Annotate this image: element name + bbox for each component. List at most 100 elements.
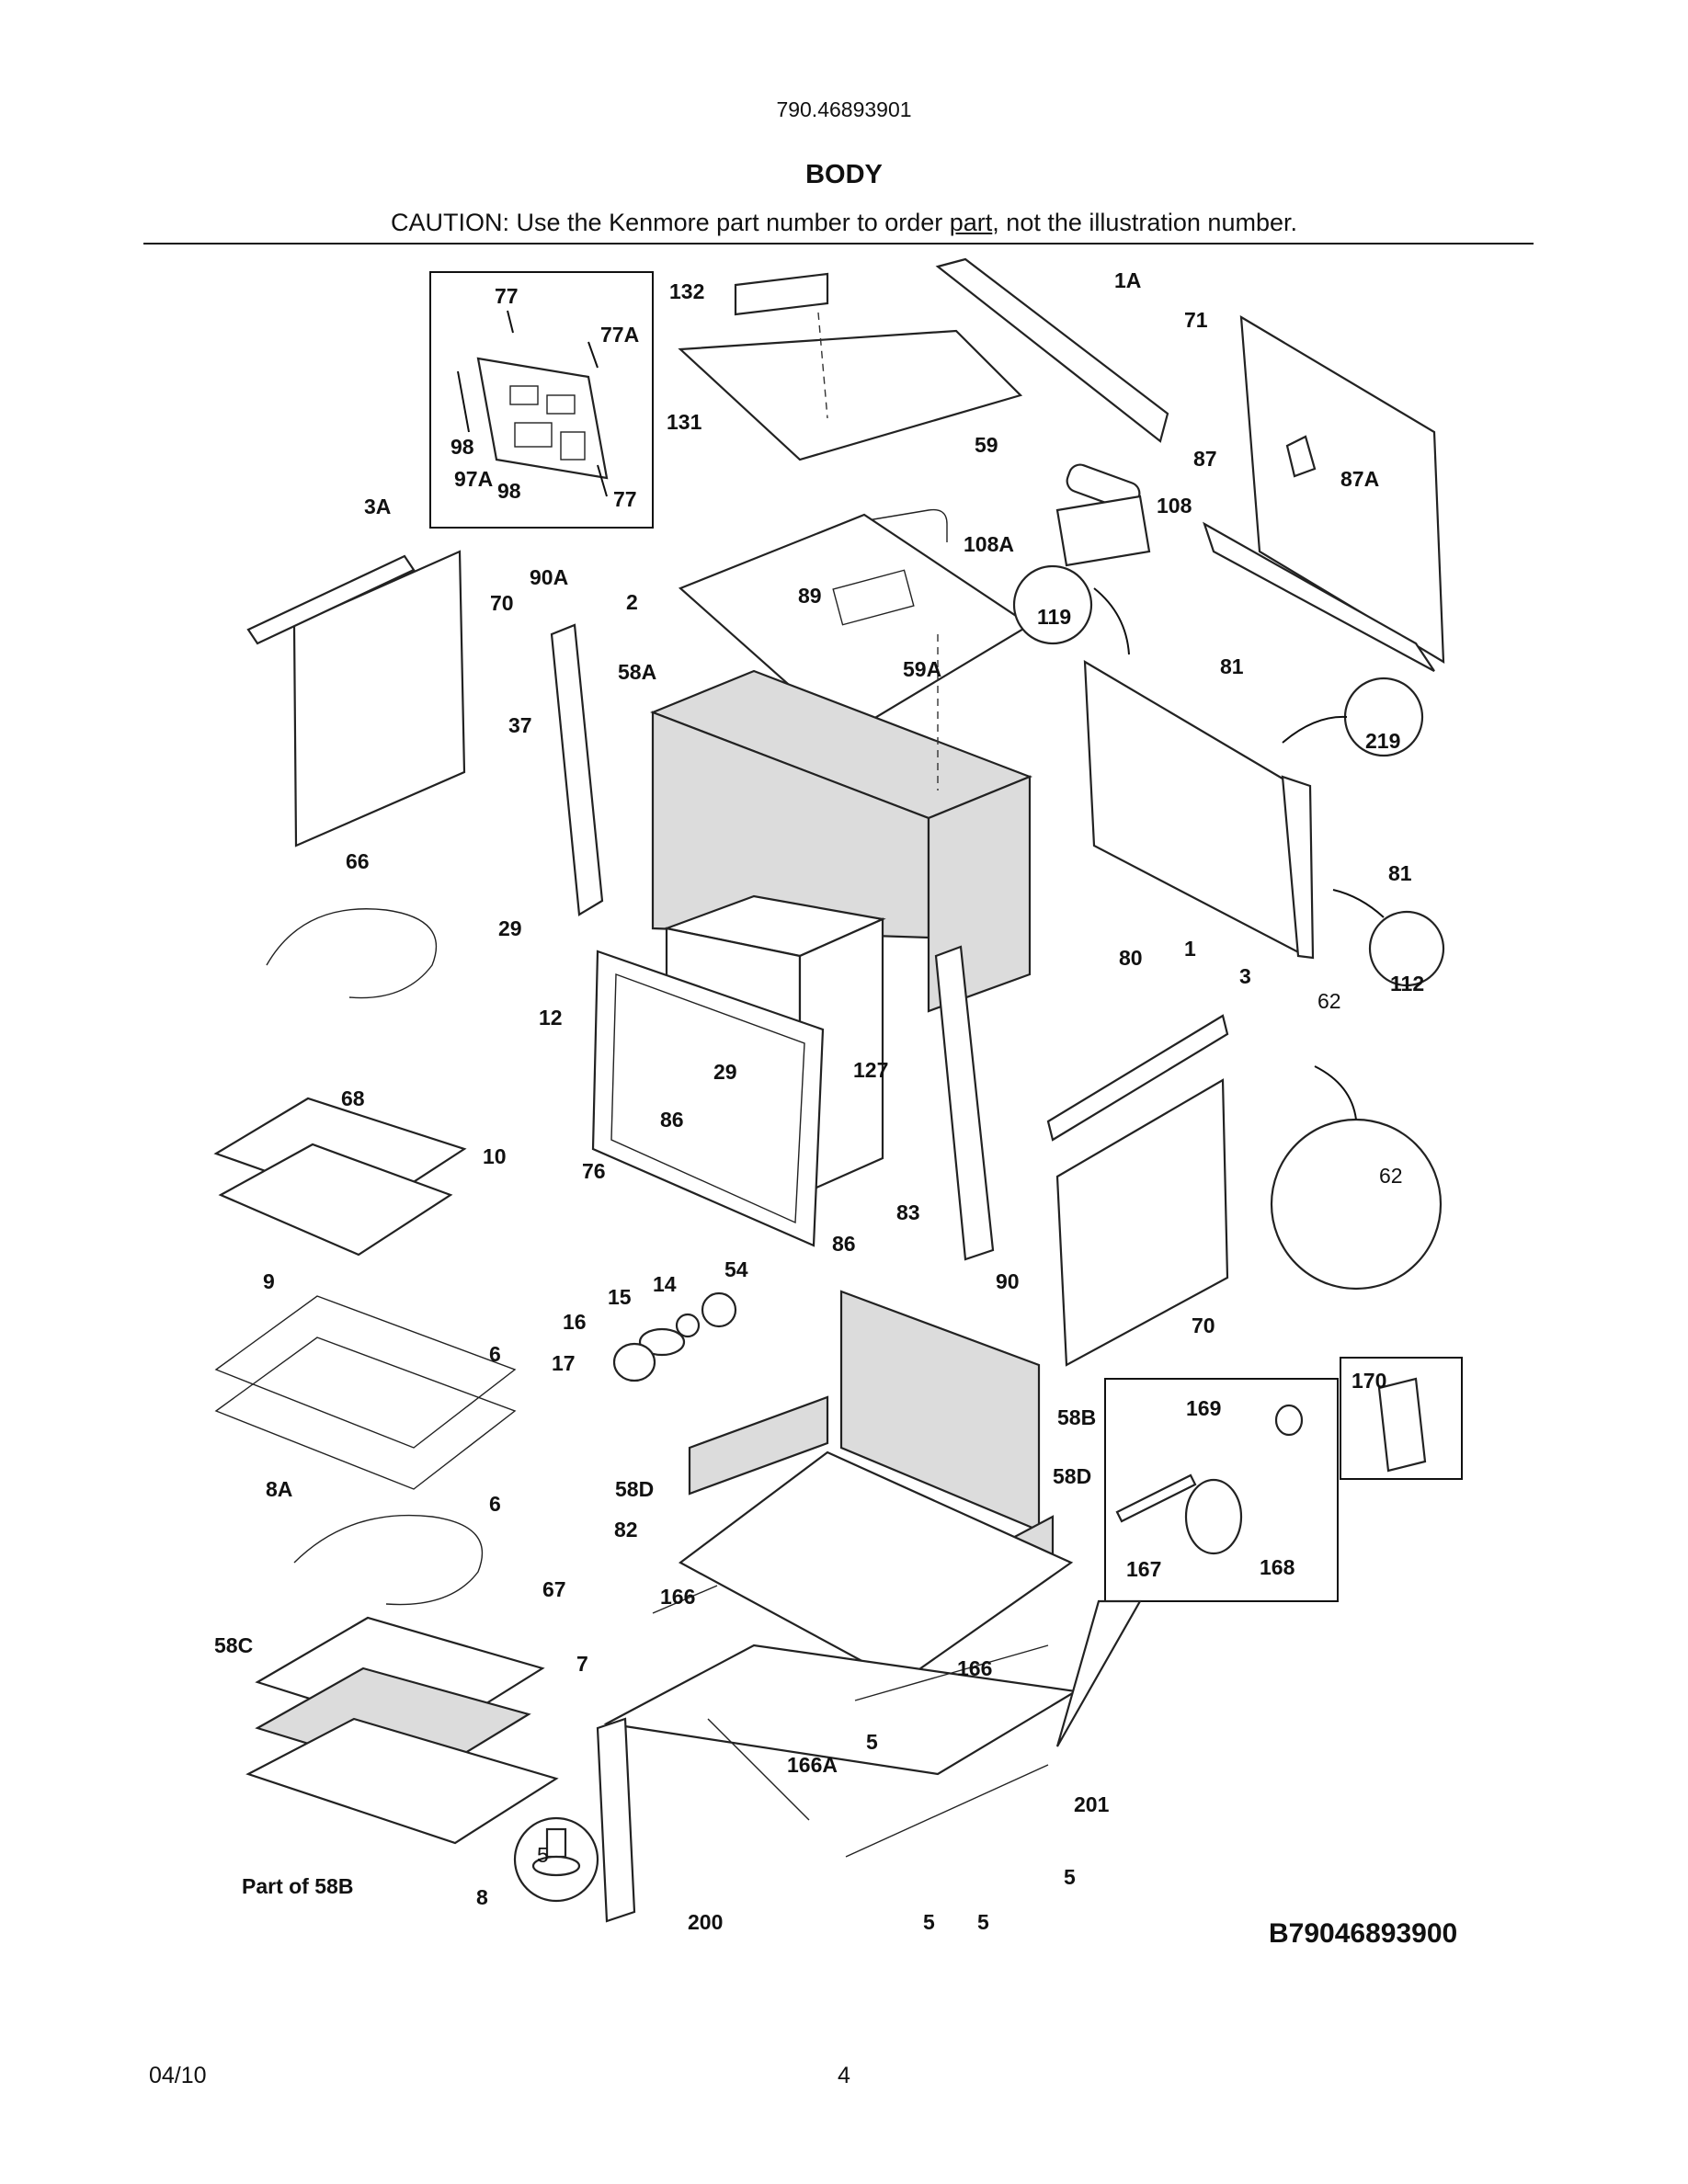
bracket-inset-170 [1340, 1357, 1463, 1480]
label-201: 201 [1074, 1792, 1110, 1816]
strip-90 [934, 945, 995, 1261]
footer-date: 04/10 [149, 2063, 207, 2088]
label-108a: 108A [964, 532, 1014, 556]
trim-3 [1046, 1014, 1229, 1142]
label-6-second: 6 [489, 1492, 501, 1516]
label-58c: 58C [214, 1633, 253, 1657]
duct-108a [1055, 495, 1151, 567]
model-number: 790.46893901 [776, 97, 912, 121]
label-59a: 59A [903, 657, 941, 681]
bracket-87a [1285, 435, 1317, 478]
label-87a: 87A [1340, 467, 1379, 491]
callout-circle-112 [1368, 910, 1445, 987]
callout-circle-119 [1012, 564, 1093, 645]
label-59: 59 [975, 433, 998, 457]
lamp-housing-16 [612, 1342, 656, 1382]
label-170: 170 [1352, 1369, 1386, 1393]
label-12: 12 [539, 1006, 563, 1029]
label-87: 87 [1193, 447, 1217, 471]
label-14: 14 [653, 1272, 677, 1296]
caution-text-end: , not the illustration number. [992, 209, 1297, 236]
label-29: 29 [498, 916, 522, 940]
oven-rack-lower-6 [214, 1337, 517, 1490]
label-169: 169 [1186, 1396, 1221, 1420]
arrow-112 [1332, 889, 1385, 918]
label-68: 68 [341, 1086, 365, 1110]
label-89: 89 [798, 584, 822, 608]
label-8a: 8A [266, 1477, 292, 1501]
right-side-panel-70 [1055, 1078, 1229, 1367]
label-127: 127 [853, 1058, 888, 1082]
header-rule [143, 243, 1534, 245]
lamp-14 [675, 1313, 701, 1338]
label-166a-second: 5 [977, 1910, 989, 1934]
callout-circle-62 [1270, 1118, 1443, 1291]
label-112: 112 [1390, 972, 1424, 995]
label-62-circle: 62 [1379, 1164, 1403, 1188]
label-58d-second: 58D [1053, 1464, 1091, 1488]
tube-59 [845, 508, 948, 542]
cap-169 [1274, 1404, 1304, 1437]
label-5: 5 [866, 1730, 878, 1754]
label-98-second: 98 [497, 479, 521, 503]
arrow-219 [1282, 715, 1348, 744]
label-17: 17 [552, 1351, 576, 1375]
cover-plate-132 [734, 272, 829, 316]
label-29-second: 29 [713, 1060, 737, 1084]
label-58b: 58B [1057, 1405, 1096, 1429]
label-167: 167 [1126, 1557, 1161, 1581]
back-panel-71 [1239, 314, 1445, 664]
label-62: 62 [1317, 989, 1341, 1013]
label-77-second: 77 [613, 487, 637, 511]
label-108: 108 [1157, 494, 1192, 518]
arrow-119 [1093, 587, 1130, 655]
label-1: 1 [1184, 937, 1196, 961]
label-8: 8 [476, 1885, 488, 1909]
broiler-pan-9 [218, 1143, 453, 1257]
label-5-second: 5 [1064, 1865, 1076, 1889]
latch-inset [1104, 1378, 1339, 1602]
strip-90a [550, 623, 604, 916]
label-166: 166 [660, 1585, 695, 1609]
label-70: 70 [490, 591, 514, 615]
label-5-circle: 5 [537, 1843, 549, 1867]
label-119: 119 [1037, 605, 1071, 629]
lamp-socket-15 [638, 1327, 686, 1357]
caution-text-underlined: part [949, 209, 993, 236]
label-67: 67 [542, 1577, 566, 1601]
caution-note: CAUTION: Use the Kenmore part number to … [0, 209, 1688, 237]
label-82: 82 [614, 1518, 638, 1541]
slide-166a-lower [845, 1764, 1049, 1858]
label-168: 168 [1260, 1555, 1295, 1579]
label-80: 80 [1119, 946, 1143, 970]
rod-167 [1115, 1473, 1197, 1523]
label-81: 81 [1220, 654, 1244, 678]
label-76: 76 [582, 1159, 606, 1183]
leveling-leg-5 [545, 1827, 567, 1859]
label-200: 200 [688, 1910, 723, 1934]
bake-element-8a [293, 1514, 483, 1606]
label-86: 86 [660, 1108, 684, 1132]
page-title: BODY [805, 160, 883, 189]
label-66: 66 [346, 849, 370, 873]
drawer-frame-200 [603, 1644, 1079, 1776]
label-2: 2 [626, 590, 638, 614]
oven-rack-upper-6 [214, 1295, 517, 1449]
label-5-third: 5 [923, 1910, 935, 1934]
label-166-second: 166 [957, 1656, 992, 1680]
label-90a: 90A [530, 565, 568, 589]
label-6: 6 [489, 1342, 501, 1366]
label-86-second: 86 [832, 1232, 856, 1256]
label-15: 15 [608, 1285, 632, 1309]
label-166a: 166A [787, 1753, 838, 1777]
label-83: 83 [896, 1200, 920, 1224]
label-10: 10 [483, 1144, 507, 1168]
rear-bracket-87 [1203, 521, 1435, 672]
control-board [457, 310, 609, 497]
label-131: 131 [667, 410, 702, 434]
slide-166 [854, 1644, 1049, 1701]
insulation-58d-left [688, 1395, 829, 1496]
slide-166a [707, 1718, 810, 1821]
label-97a: 97A [454, 467, 493, 491]
page-number: 4 [838, 2063, 850, 2088]
